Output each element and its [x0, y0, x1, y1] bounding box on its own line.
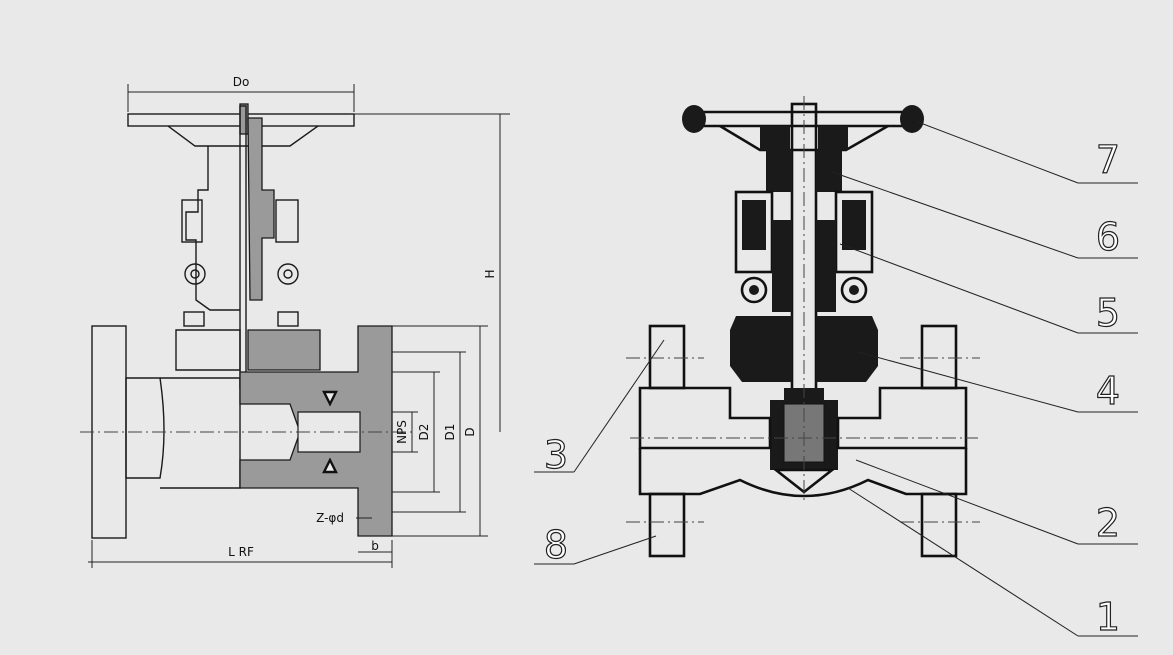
left-dimensions — [88, 84, 510, 568]
right-yoke — [734, 190, 874, 312]
right-handwheel — [682, 105, 924, 152]
part-label-6: 6 — [1096, 215, 1120, 259]
part-label-1: 1 — [1096, 595, 1120, 639]
dim-d: D — [463, 427, 477, 436]
stem-nut-right — [816, 150, 842, 192]
right-view — [626, 96, 980, 558]
left-dimension-labels: Do H D D1 D2 NPS Z-φd b L RF — [228, 75, 497, 559]
right-bonnet — [730, 316, 878, 382]
left-bonnet — [175, 329, 241, 371]
dim-l-rf: L RF — [228, 545, 254, 559]
left-yoke-section — [247, 117, 299, 327]
left-body-section — [239, 325, 393, 537]
part-label-8: 8 — [544, 523, 568, 567]
dim-nps: NPS — [395, 420, 409, 444]
left-bonnet-section — [247, 329, 321, 371]
right-body — [638, 324, 968, 558]
left-view: Do H D D1 D2 NPS Z-φd b L RF — [80, 75, 510, 568]
left-handwheel — [127, 103, 355, 147]
left-stem — [239, 105, 247, 389]
dim-b: b — [371, 539, 379, 553]
left-yoke — [181, 146, 240, 327]
part-label-5: 5 — [1096, 291, 1120, 335]
dim-d2: D2 — [417, 424, 431, 441]
dim-h: H — [483, 269, 497, 278]
part-number-labels: 7 6 5 4 3 2 8 1 — [543, 137, 1120, 639]
part-label-2: 2 — [1096, 501, 1120, 545]
right-centerlines — [626, 96, 980, 523]
dim-d1: D1 — [443, 424, 457, 441]
leader-lines — [534, 121, 1138, 637]
dim-do: Do — [233, 75, 250, 89]
part-label-7: 7 — [1096, 138, 1120, 182]
stem-nut-left — [766, 150, 792, 192]
dim-z-phi-d: Z-φd — [316, 511, 344, 525]
part-label-3: 3 — [544, 433, 568, 477]
part-label-4: 4 — [1096, 369, 1120, 413]
